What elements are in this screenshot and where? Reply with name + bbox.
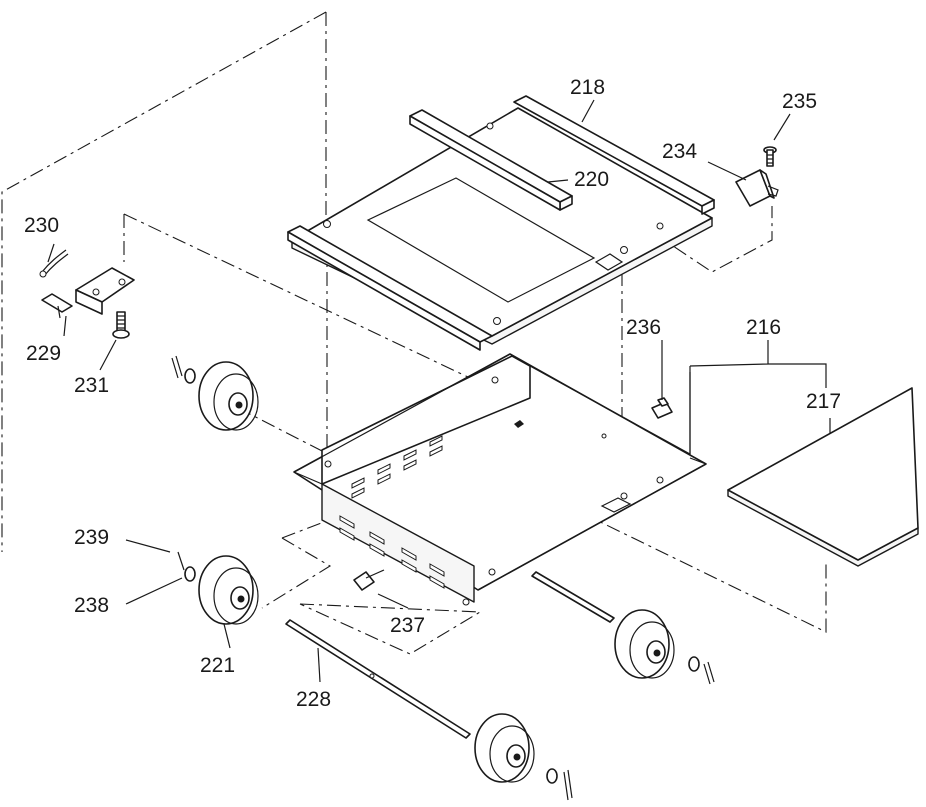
vent-slots-front (339, 515, 445, 589)
label-221: 221 (200, 654, 235, 677)
wheel-upper-left (171, 355, 259, 431)
base-pan-216 (293, 353, 707, 606)
label-236: 236 (626, 316, 661, 339)
label-218: 218 (570, 76, 605, 99)
wheel-right (614, 609, 715, 685)
top-plate-218 (287, 95, 715, 351)
spring-pin-230 (39, 249, 69, 278)
label-238: 238 (74, 594, 109, 617)
caster-bracket-229 (41, 267, 135, 319)
label-216: 216 (746, 316, 781, 339)
bolt-237 (353, 569, 385, 591)
label-231: 231 (74, 374, 109, 397)
label-234: 234 (662, 140, 697, 163)
bolt-236 (651, 397, 673, 419)
axle-228 (285, 619, 471, 739)
leader-lines (47, 99, 831, 683)
wheel-221 (177, 551, 259, 625)
bolt-231 (112, 311, 130, 339)
label-228: 228 (296, 688, 331, 711)
label-220: 220 (574, 168, 609, 191)
label-229: 229 (26, 342, 61, 365)
part-labels: 218 220 234 235 236 216 217 230 229 231 … (24, 76, 841, 711)
label-217: 217 (806, 390, 841, 413)
label-230: 230 (24, 214, 59, 237)
label-239: 239 (74, 526, 109, 549)
panel-217 (727, 387, 919, 567)
label-235: 235 (782, 90, 817, 113)
wheel-bottom (474, 713, 573, 801)
label-237: 237 (390, 614, 425, 637)
vent-slots-top (351, 435, 443, 499)
bracket-234 (735, 169, 779, 207)
screw-235 (763, 146, 777, 167)
axle-rear (531, 571, 615, 623)
